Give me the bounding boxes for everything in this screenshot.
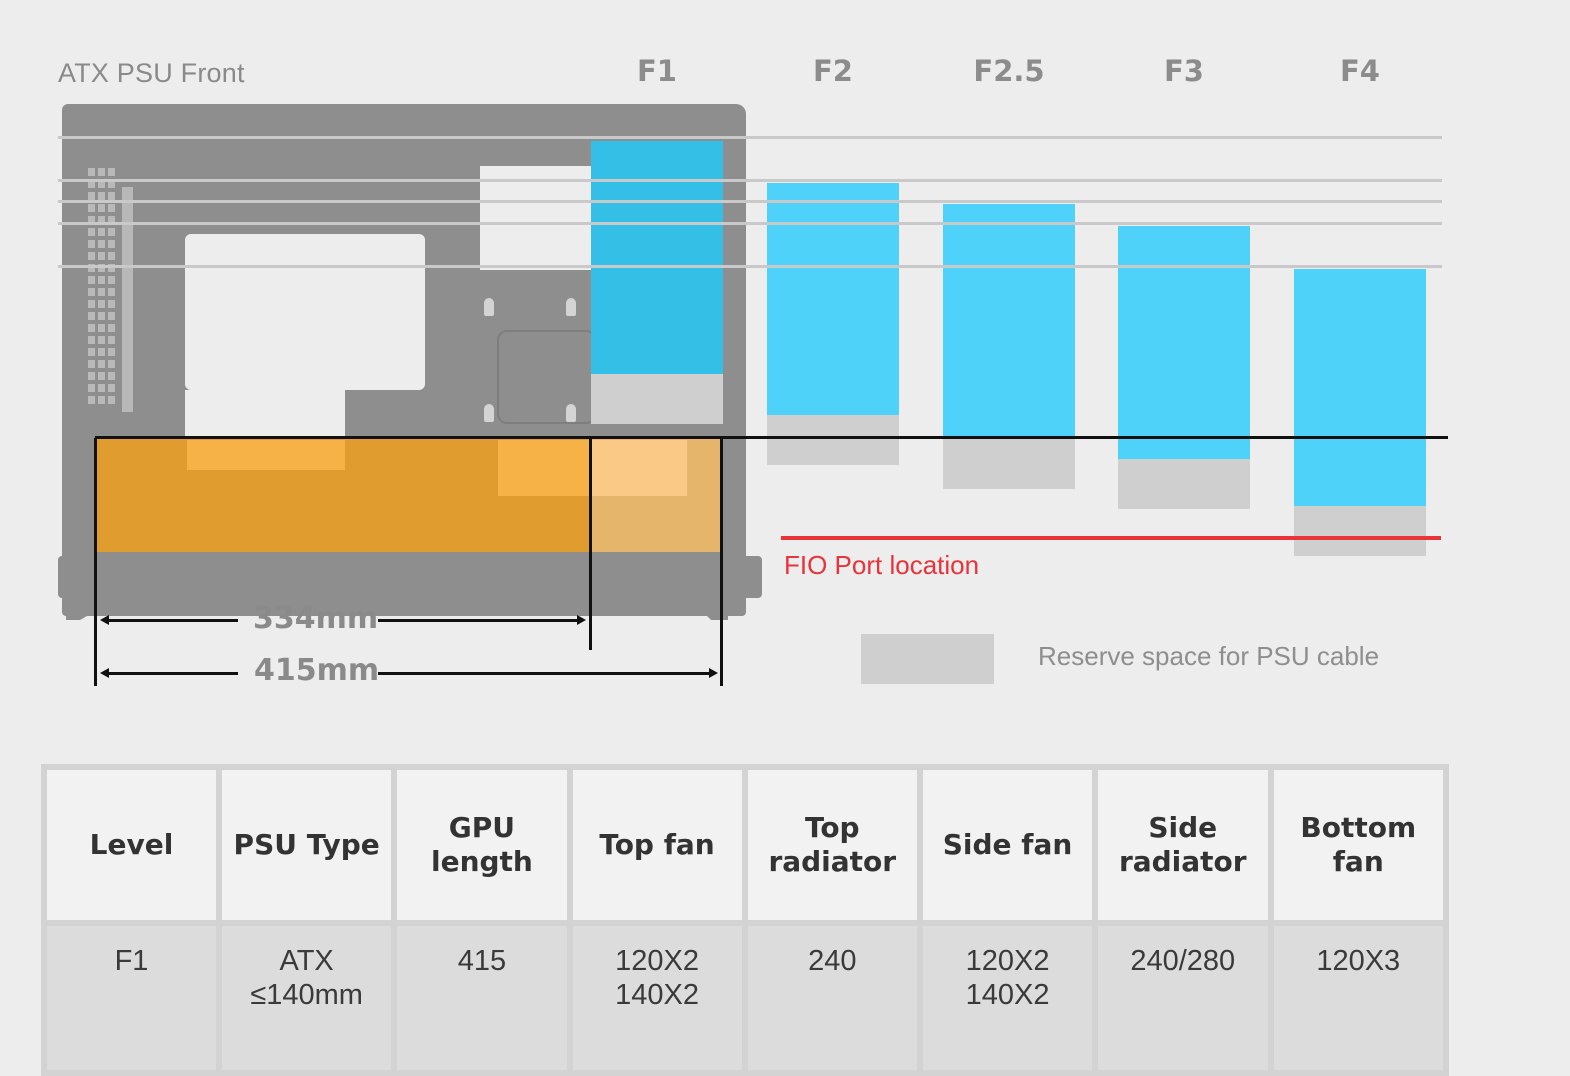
cable-routing-notch xyxy=(345,390,425,438)
case-base xyxy=(58,556,762,598)
cell-gpu-length: 415 xyxy=(394,923,570,1073)
level-label-f2-5: F2.5 xyxy=(973,54,1045,88)
mount-keyhole-icon xyxy=(566,404,576,422)
case-cutout-upper xyxy=(480,166,592,270)
vent-grille-mask xyxy=(88,168,116,408)
psu-zone-highlight xyxy=(187,440,345,470)
header-top-fan: Top fan xyxy=(569,767,745,923)
front-strip xyxy=(122,187,133,412)
guide-line-f1 xyxy=(58,136,1442,139)
dimension-origin-line xyxy=(94,438,97,686)
dimension-334-end-line xyxy=(589,438,592,650)
fio-port-line xyxy=(781,536,1441,540)
guide-line-f2 xyxy=(58,179,1442,182)
psu-zone-highlight xyxy=(498,440,591,496)
radiator-bar-f1 xyxy=(591,141,723,374)
cell-bottom-fan: 120X3 xyxy=(1270,923,1446,1073)
header-top-radiator: Top radiator xyxy=(744,767,921,923)
cable-reserve-f2-5 xyxy=(943,437,1075,489)
radiator-bar-f4 xyxy=(1294,269,1426,506)
psu-top-reference-line xyxy=(95,436,1448,439)
cable-reserve-f1 xyxy=(591,374,723,424)
level-label-f2: F2 xyxy=(813,54,853,88)
dimension-334-line-left xyxy=(104,619,238,622)
arrow-left-icon xyxy=(100,668,109,678)
header-side-fan: Side fan xyxy=(920,767,1096,923)
arrow-right-icon xyxy=(709,668,718,678)
level-label-f3: F3 xyxy=(1164,54,1204,88)
dimension-334-label: 334mm xyxy=(253,601,379,636)
mount-keyhole-icon xyxy=(484,404,494,422)
mounting-plate xyxy=(497,330,596,424)
case-cutout-lower xyxy=(185,390,345,438)
cell-level: F1 xyxy=(44,923,219,1073)
cable-reserve-f4 xyxy=(1294,506,1426,556)
case-cutout-main xyxy=(185,234,425,390)
legend-swatch-reserve xyxy=(861,634,994,684)
mount-keyhole-icon xyxy=(566,298,576,316)
dimension-415-end-line xyxy=(720,438,723,686)
level-label-f4: F4 xyxy=(1340,54,1380,88)
header-gpu-length: GPU length xyxy=(394,767,570,923)
radiator-bar-f2 xyxy=(767,183,899,415)
dimension-415-line-left xyxy=(104,672,238,675)
cell-psu-type: ATX ≤140mm xyxy=(219,923,395,1073)
cell-side-fan: 120X2 140X2 xyxy=(920,923,1096,1073)
radiator-bar-f3 xyxy=(1118,226,1250,459)
dimension-415-label: 415mm xyxy=(254,653,380,688)
header-level: Level xyxy=(44,767,219,923)
guide-line-f4 xyxy=(58,265,1442,268)
radiator-bar-f2-5 xyxy=(943,204,1075,437)
table-row: F1 ATX ≤140mm 415 120X2 140X2 240 120X2 … xyxy=(44,923,1446,1073)
cell-top-fan: 120X2 140X2 xyxy=(569,923,745,1073)
arrow-left-icon xyxy=(100,615,109,625)
arrow-right-icon xyxy=(577,615,586,625)
dimension-334-line-right xyxy=(378,619,578,622)
level-label-f1: F1 xyxy=(637,54,677,88)
cable-reserve-f3 xyxy=(1118,459,1250,509)
cable-reserve-f2 xyxy=(767,415,899,465)
fio-port-label: FIO Port location xyxy=(784,550,980,580)
dimension-415-line-right xyxy=(378,672,711,675)
guide-line-f3 xyxy=(58,222,1442,225)
header-psu-type: PSU Type xyxy=(219,767,395,923)
compatibility-table: Level PSU Type GPU length Top fan Top ra… xyxy=(41,764,1449,1076)
cell-side-radiator: 240/280 xyxy=(1095,923,1271,1073)
header-bottom-fan: Bottom fan xyxy=(1270,767,1446,923)
gpu-extension-highlight xyxy=(591,440,687,496)
cell-top-radiator: 240 xyxy=(744,923,921,1073)
guide-line-f2-5 xyxy=(58,200,1442,203)
legend-label-reserve: Reserve space for PSU cable xyxy=(1038,641,1380,671)
table-header-row: Level PSU Type GPU length Top fan Top ra… xyxy=(44,767,1446,923)
case-orientation-label: ATX PSU Front xyxy=(58,58,245,88)
mount-keyhole-icon xyxy=(484,298,494,316)
header-side-radiator: Side radiator xyxy=(1095,767,1271,923)
